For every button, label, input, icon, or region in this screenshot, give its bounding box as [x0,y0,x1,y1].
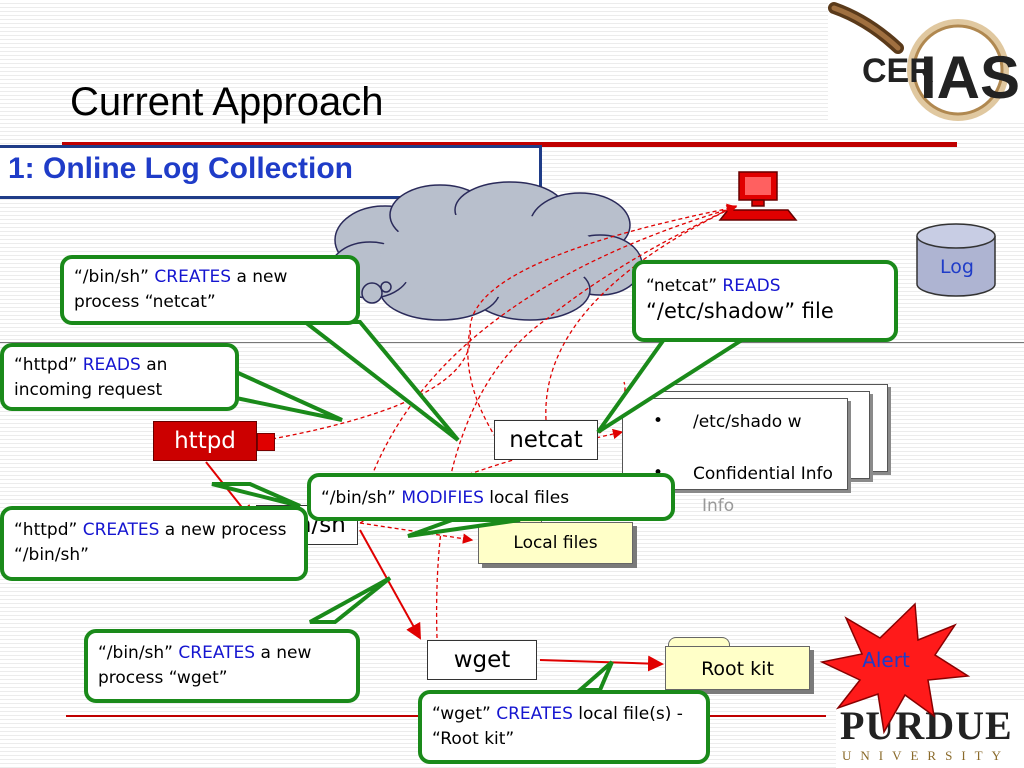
purdue-university-text: UNIVERSITY [842,748,1010,763]
httpd-port-icon [257,433,275,451]
doc-overflow-text: Info [702,496,735,516]
callout-text-post: a new process “wget” [98,643,312,688]
doc-bullet-1-marker: • [653,411,664,431]
cerias-logo: CER IAS [828,0,1024,122]
callout-text-pre: “/bin/sh” [98,643,179,663]
callout-binsh-modifies: “/bin/sh” MODIFIES local files [307,473,675,521]
callout-httpd-reads: “httpd” READS an incoming request [0,343,239,411]
callout-keyword: MODIFIES [401,488,484,508]
wget-process[interactable]: wget [427,640,537,680]
callout-keyword: CREATES [496,704,573,724]
callout-text-pre: “netcat” [646,276,723,296]
callout-text-post: a new process “/bin/sh” [14,520,287,565]
callout-text-post: local file(s) - “Root kit” [432,704,683,749]
callout-text-post: an incoming request [14,355,168,400]
callout-text-pre: “/bin/sh” [74,267,155,287]
callout-text-pre: “httpd” [14,520,83,540]
alert-label: Alert [862,648,910,672]
cerias-logo-graphic: CER IAS [828,2,1020,121]
root-kit-folder[interactable]: Root kit [665,646,810,690]
doc-item-1: /etc/shado w [693,412,802,432]
callout-keyword: READS [722,276,781,296]
httpd-process[interactable]: httpd [153,421,257,461]
svg-text:IAS: IAS [920,44,1020,111]
slide-subtitle: 1: Online Log Collection [8,152,353,185]
purdue-wordmark: PURDUE [840,703,1013,748]
svg-text:CER: CER [862,52,934,90]
doc-item-2: Confidential Info [693,464,833,484]
callout-text-post: a new process “netcat” [74,267,288,312]
callout-keyword: CREATES [178,643,256,663]
callout-text-pre: “/bin/sh” [321,488,402,508]
netcat-process[interactable]: netcat [494,420,598,460]
callout-binsh-creates-wget: “/bin/sh” CREATES a new process “wget” [84,629,360,703]
callout-netcat-reads: “netcat” READS “/etc/shadow” file [632,260,898,342]
purdue-logo: PURDUE UNIVERSITY [836,700,1024,768]
callout-httpd-creates-binsh: “httpd” CREATES a new process “/bin/sh” [0,506,308,581]
callout-keyword: READS [82,355,141,375]
callout-binsh-creates-netcat: “/bin/sh” CREATES a new process “netcat” [60,255,360,325]
callout-text-pre: “wget” [432,704,497,724]
callout-text-post: local files [483,488,570,508]
log-label: Log [940,256,974,278]
callout-keyword: CREATES [82,520,160,540]
callout-keyword: CREATES [154,267,232,287]
title-divider [62,142,957,147]
slide-title: Current Approach [70,80,384,124]
local-files-folder[interactable]: Local files [478,522,633,564]
callout-text-pre: “httpd” [14,355,83,375]
callout-text-post: “/etc/shadow” file [646,299,834,323]
callout-wget-creates-rootkit: “wget” CREATES local file(s) - “Root kit… [418,690,710,764]
